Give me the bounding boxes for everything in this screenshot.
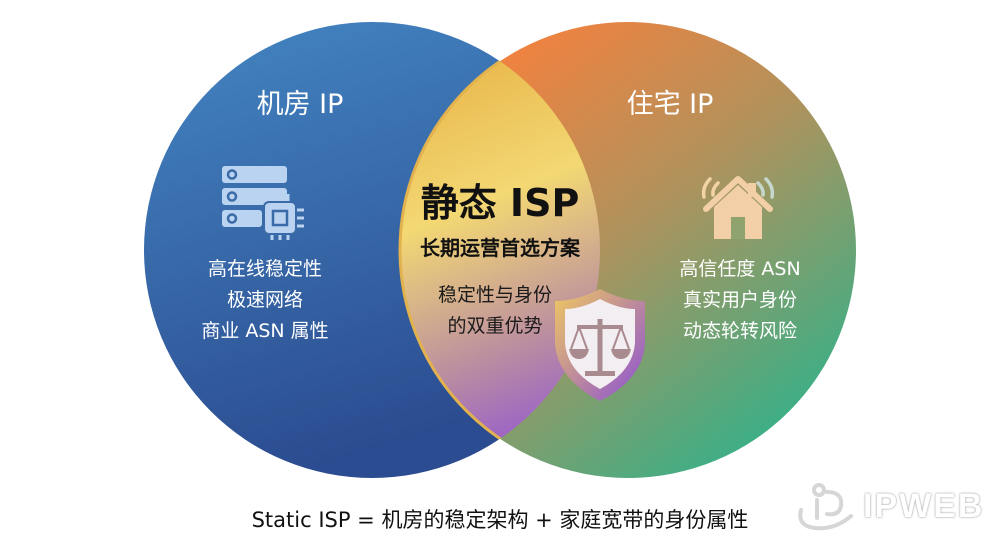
shield-scales-icon <box>555 289 645 401</box>
feature-item: 动态轮转风险 <box>682 320 797 342</box>
intersection-title: 静态 ISP <box>420 181 580 225</box>
left-set-title: 机房 IP <box>256 89 344 120</box>
ipweb-logo-icon <box>798 483 853 531</box>
intersection-description: 稳定性与身份 的双重优势 <box>400 280 590 342</box>
description-line: 的双重优势 <box>447 315 543 337</box>
feature-item: 高信任度 ASN <box>679 258 801 280</box>
intersection-subtitle: 长期运营首选方案 <box>420 236 580 260</box>
formula-caption: Static ISP = 机房的稳定架构 + 家庭宽带的身份属性 <box>251 508 749 532</box>
left-set-features: 高在线稳定性 极速网络 商业 ASN 属性 <box>160 254 370 347</box>
server-chip-icon <box>222 166 304 240</box>
intersection-lens <box>398 22 600 478</box>
watermark-text: IPWEB <box>863 487 985 525</box>
feature-item: 极速网络 <box>226 289 303 311</box>
description-line: 稳定性与身份 <box>437 284 552 306</box>
right-set-title: 住宅 IP <box>626 89 714 120</box>
feature-item: 真实用户身份 <box>682 289 797 311</box>
ipweb-watermark: IPWEB <box>795 476 1000 538</box>
right-set-features: 高信任度 ASN 真实用户身份 动态轮转风险 <box>640 254 840 347</box>
house-wifi-icon <box>701 176 775 239</box>
feature-item: 高在线稳定性 <box>207 258 322 280</box>
feature-item: 商业 ASN 属性 <box>201 320 329 342</box>
